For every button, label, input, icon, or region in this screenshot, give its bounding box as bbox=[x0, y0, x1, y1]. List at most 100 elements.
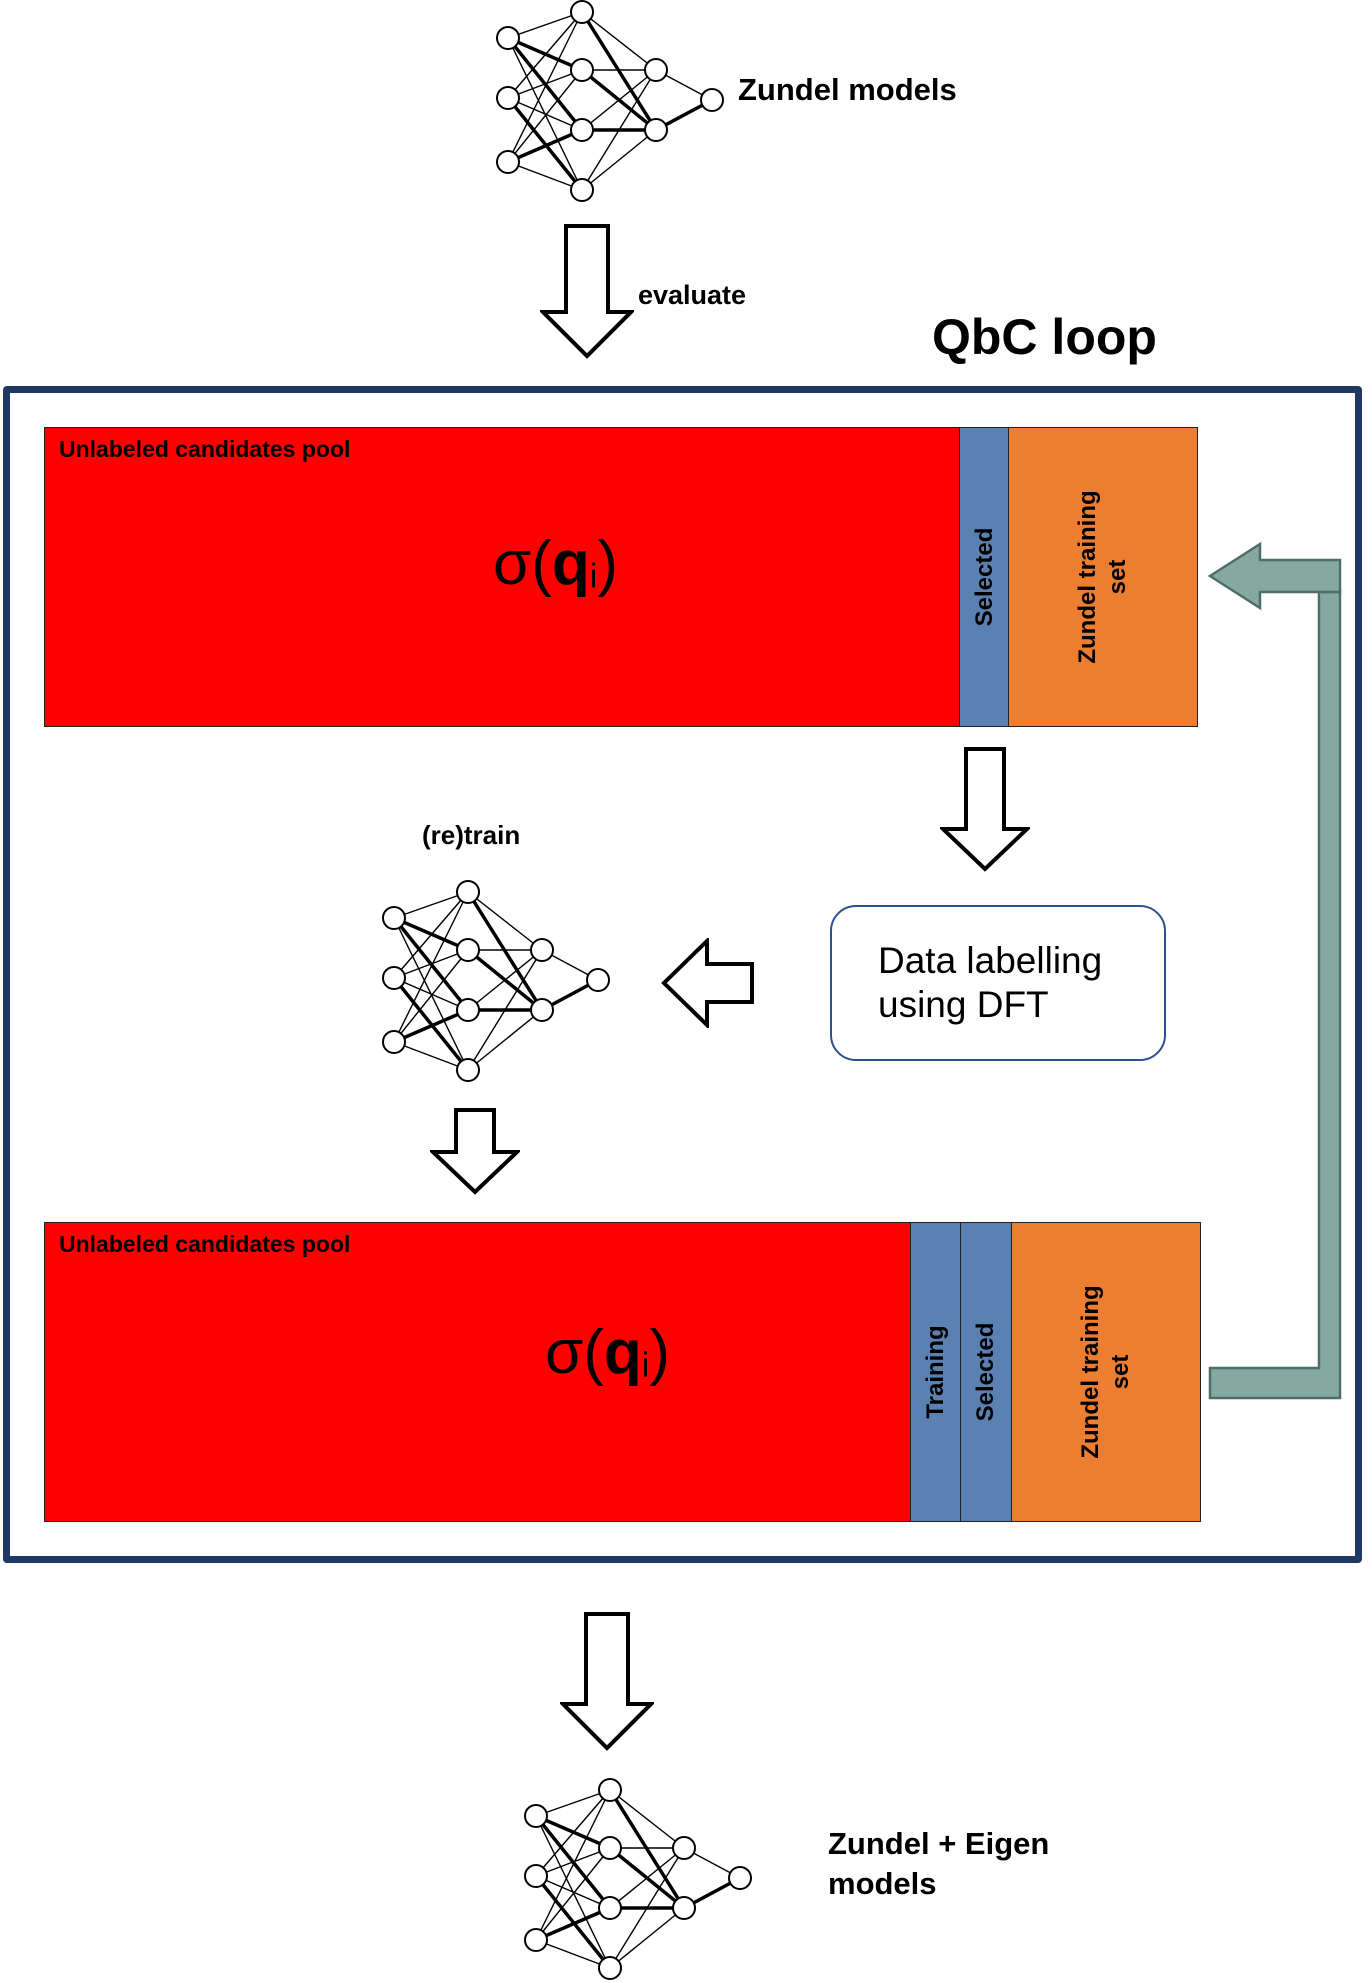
nn-node bbox=[598, 1896, 622, 1920]
data-labelling-text: Data labelling using DFT bbox=[878, 939, 1102, 1027]
training-set-line1: Zundel training bbox=[1074, 490, 1101, 664]
sigma-var: q bbox=[603, 1318, 642, 1387]
nn-node bbox=[524, 1864, 548, 1888]
nn-node bbox=[598, 1778, 622, 1802]
lower-selected-block: Selected bbox=[960, 1222, 1012, 1522]
lower-training-set-block: Zundel training set bbox=[1011, 1222, 1201, 1522]
nn-edge bbox=[507, 128, 583, 164]
nn-edge bbox=[507, 161, 583, 191]
nn-node bbox=[456, 998, 480, 1022]
nn-edge bbox=[466, 891, 544, 1011]
feedback-arrow-icon bbox=[1207, 541, 1342, 1400]
nn-node bbox=[586, 968, 610, 992]
nn-node bbox=[382, 906, 406, 930]
sigma-var: q bbox=[551, 529, 590, 598]
nn-edge bbox=[534, 1874, 612, 1970]
nn-edge bbox=[467, 891, 543, 951]
nn-node bbox=[382, 966, 406, 990]
nn-node bbox=[700, 88, 724, 112]
nn-edge bbox=[393, 891, 469, 979]
lower-selected-label: Selected bbox=[972, 1322, 999, 1422]
down-arrow-icon bbox=[560, 1612, 654, 1751]
sigma-sub: i bbox=[641, 1346, 650, 1385]
down-arrow-icon bbox=[430, 1108, 520, 1195]
nn-node bbox=[570, 58, 594, 82]
nn-edge bbox=[393, 949, 469, 1043]
upper-selected-block: Selected bbox=[959, 427, 1010, 727]
upper-pool-label: Unlabeled candidates pool bbox=[59, 436, 351, 462]
nn-edge bbox=[467, 949, 543, 1011]
nn-edge bbox=[608, 1789, 686, 1909]
down-arrow-icon bbox=[940, 747, 1030, 872]
upper-training-set-label: Zundel training set bbox=[1073, 490, 1133, 663]
nn-edge bbox=[506, 96, 584, 192]
nn-node bbox=[530, 998, 554, 1022]
nn-edge bbox=[581, 129, 657, 191]
nn-edge bbox=[581, 69, 657, 191]
neural-network-icon bbox=[382, 880, 610, 1082]
neural-network-icon bbox=[496, 0, 724, 202]
nn-edge bbox=[535, 1847, 611, 1877]
training-set-line2: set bbox=[1104, 559, 1131, 595]
evaluate-label: evaluate bbox=[638, 280, 747, 310]
nn-node bbox=[530, 938, 554, 962]
nn-node bbox=[496, 86, 520, 110]
top-neural-network-icon bbox=[486, 0, 736, 204]
bottom-model-line2: models bbox=[828, 1866, 937, 1901]
data-labelling-line1: Data labelling bbox=[878, 940, 1103, 981]
retrain-label: (re)train bbox=[422, 820, 521, 850]
down-arrow-icon bbox=[540, 224, 634, 359]
training-set-line2: set bbox=[1107, 1354, 1134, 1390]
nn-edge bbox=[467, 1009, 543, 1071]
sigma-symbol: σ( bbox=[545, 1318, 604, 1387]
retrain-neural-network-icon bbox=[372, 880, 622, 1084]
nn-edge bbox=[507, 97, 583, 131]
nn-edge bbox=[393, 1008, 469, 1044]
sigma-symbol: σ( bbox=[493, 529, 552, 598]
nn-edge bbox=[393, 1041, 469, 1071]
nn-edge bbox=[393, 977, 469, 1011]
neural-network-icon bbox=[524, 1778, 752, 1980]
training-set-line1: Zundel training bbox=[1077, 1285, 1104, 1459]
nn-edge bbox=[535, 1789, 611, 1877]
nn-edge bbox=[535, 1939, 611, 1969]
nn-edge bbox=[393, 891, 469, 919]
nn-node bbox=[496, 26, 520, 50]
nn-edge bbox=[507, 11, 583, 39]
nn-edge bbox=[581, 11, 657, 71]
nn-edge bbox=[609, 1789, 685, 1849]
nn-edge bbox=[507, 69, 583, 99]
lower-training-block: Training bbox=[910, 1222, 962, 1522]
nn-edge bbox=[507, 11, 583, 163]
bottom-neural-network-icon bbox=[514, 1778, 764, 1982]
nn-node bbox=[598, 1836, 622, 1860]
nn-edge bbox=[535, 1847, 611, 1941]
nn-edge bbox=[507, 69, 583, 163]
nn-edge bbox=[535, 1906, 611, 1942]
top-model-label: Zundel models bbox=[738, 72, 957, 107]
nn-node bbox=[456, 880, 480, 904]
nn-node bbox=[456, 938, 480, 962]
nn-edge bbox=[393, 891, 469, 1043]
nn-node bbox=[382, 1030, 406, 1054]
upper-training-set-block: Zundel training set bbox=[1008, 427, 1198, 727]
data-labelling-box: Data labelling using DFT bbox=[830, 905, 1166, 1061]
upper-selected-label: Selected bbox=[970, 527, 998, 627]
nn-edge bbox=[393, 949, 469, 979]
sigma-close: ) bbox=[649, 1318, 671, 1387]
left-arrow-icon bbox=[661, 938, 754, 1028]
upper-sigma-expression: σ(qi) bbox=[493, 528, 618, 599]
nn-node bbox=[570, 0, 594, 24]
nn-node bbox=[496, 150, 520, 174]
nn-node bbox=[728, 1866, 752, 1890]
lower-pool-label: Unlabeled candidates pool bbox=[59, 1231, 351, 1257]
nn-edge bbox=[467, 949, 543, 1071]
qbc-loop-frame bbox=[3, 386, 1362, 1563]
upper-candidates-pool: Unlabeled candidates pool σ(qi) bbox=[44, 427, 961, 727]
data-labelling-line2: using DFT bbox=[878, 984, 1049, 1025]
nn-node bbox=[524, 1804, 548, 1828]
nn-edge bbox=[580, 11, 658, 131]
nn-node bbox=[456, 1058, 480, 1082]
nn-edge bbox=[581, 69, 657, 131]
nn-node bbox=[644, 58, 668, 82]
